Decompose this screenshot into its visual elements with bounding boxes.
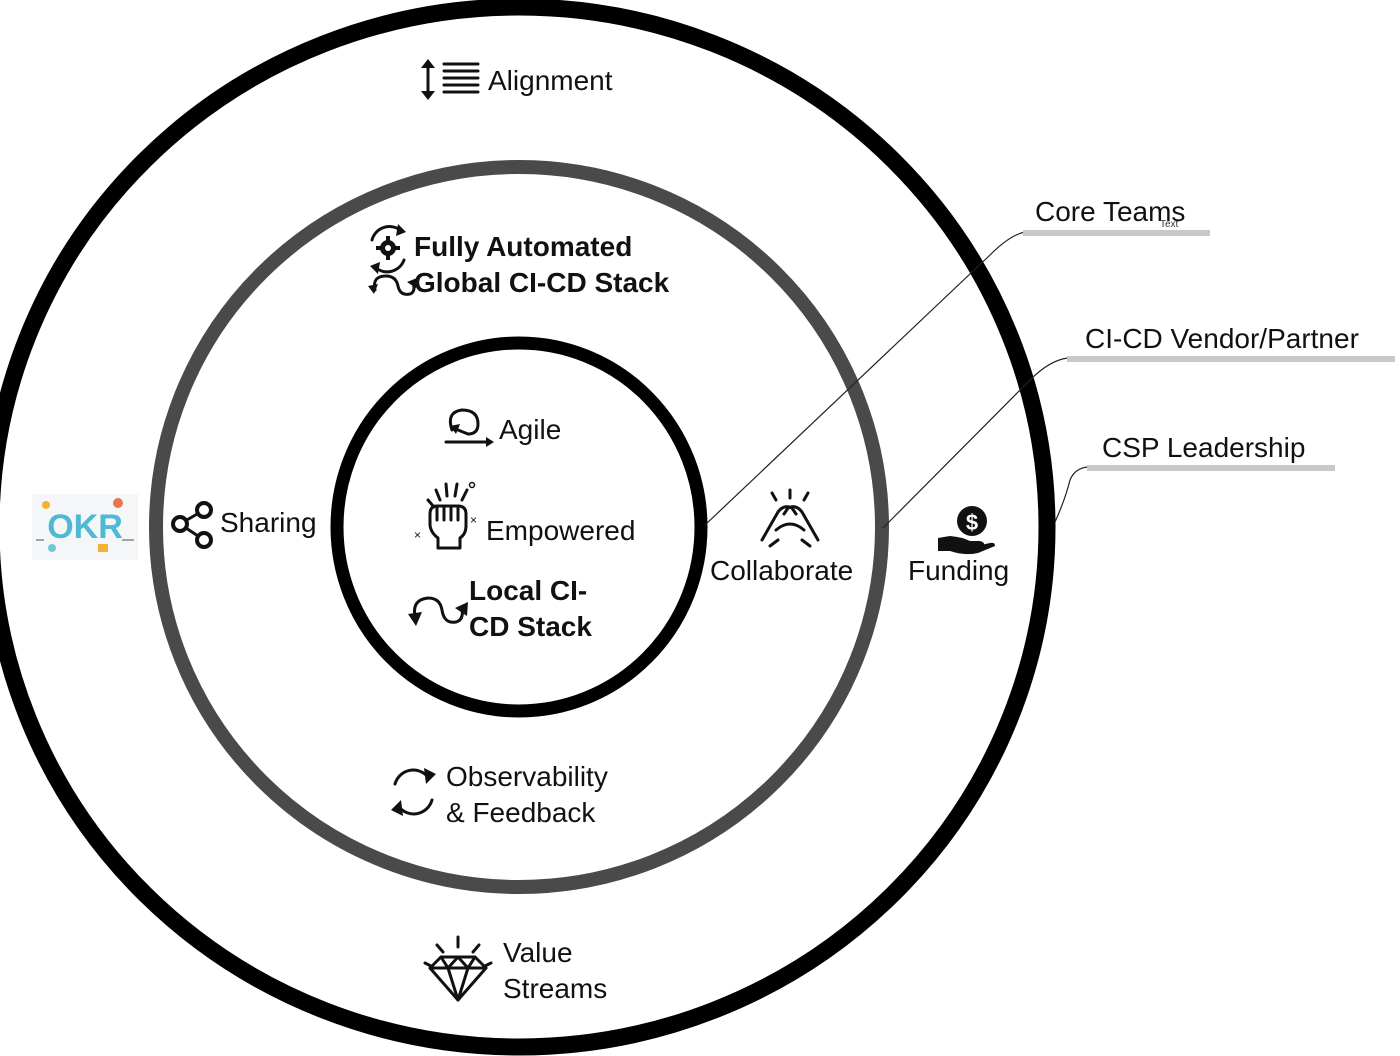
- raised-fist-icon: × ×: [414, 481, 477, 550]
- okr-logo: OKR: [32, 494, 138, 560]
- okr-logo-text: OKR: [47, 508, 123, 546]
- vendor-partner-label: CI-CD Vendor/Partner: [1085, 323, 1359, 354]
- svg-text:×: ×: [414, 528, 421, 542]
- handshake-icon: [760, 488, 820, 548]
- csp-leadership-label: CSP Leadership: [1102, 432, 1305, 463]
- inner-ring: [330, 336, 708, 718]
- local-stack-label-line1: Local CI-: [469, 575, 587, 606]
- global-stack-label-line1: Fully Automated: [414, 231, 632, 262]
- core-teams-label: Core Teams: [1035, 196, 1185, 227]
- svg-text:×: ×: [470, 513, 477, 527]
- global-stack-label-line2: Global CI-CD Stack: [414, 267, 670, 298]
- empowered-label: Empowered: [486, 515, 635, 546]
- alignment-icon: [421, 59, 480, 100]
- sharing-label: Sharing: [220, 507, 317, 538]
- money-hand-icon: $: [938, 506, 995, 555]
- core-teams-text-tag: Text: [1160, 219, 1179, 230]
- value-streams-label-line2: Streams: [503, 973, 607, 1004]
- agile-label: Agile: [499, 414, 561, 445]
- value-streams-label-line1: Value: [503, 937, 573, 968]
- observability-label-line2: & Feedback: [446, 797, 596, 828]
- local-stack-label-line2: CD Stack: [469, 611, 592, 642]
- sync-arrows-icon: [368, 274, 417, 296]
- gear-cycle-icon: [370, 224, 406, 274]
- diamond-icon: [423, 935, 493, 1002]
- sync-arrows-icon: [408, 596, 468, 626]
- refresh-icon: [391, 768, 436, 816]
- share-nodes-icon: [171, 501, 213, 549]
- collaborate-label: Collaborate: [710, 555, 853, 586]
- funding-label: Funding: [908, 555, 1009, 586]
- outer-ring: [0, 0, 1056, 1056]
- alignment-label: Alignment: [488, 65, 613, 96]
- csp-leadership-leader-line: [1054, 466, 1333, 523]
- svg-text:$: $: [966, 510, 978, 535]
- agile-loop-icon: [444, 408, 494, 447]
- middle-ring: [149, 160, 889, 894]
- observability-label-line1: Observability: [446, 761, 608, 792]
